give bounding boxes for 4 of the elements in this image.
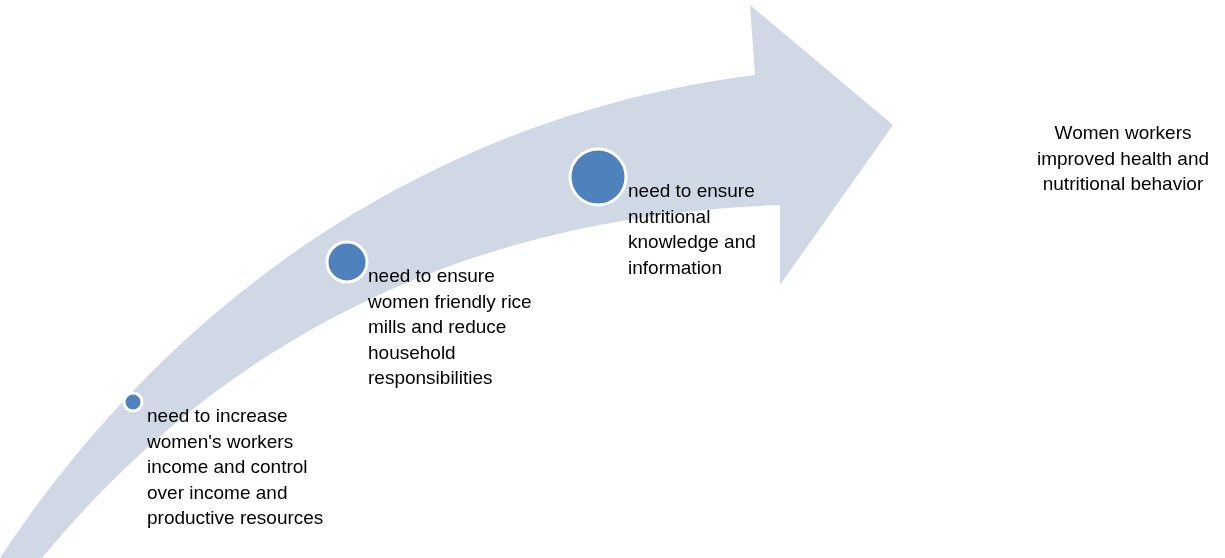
- result-text: Women workers improved health and nutritional behavior: [1025, 120, 1221, 197]
- step-text: need to ensure nutritional knowledge and information: [628, 178, 788, 280]
- step-text: need to increase women's workers income and control over income and productive resources: [147, 403, 347, 531]
- step-text: need to ensure women friendly rice mills and reduce household responsibilities: [368, 263, 558, 391]
